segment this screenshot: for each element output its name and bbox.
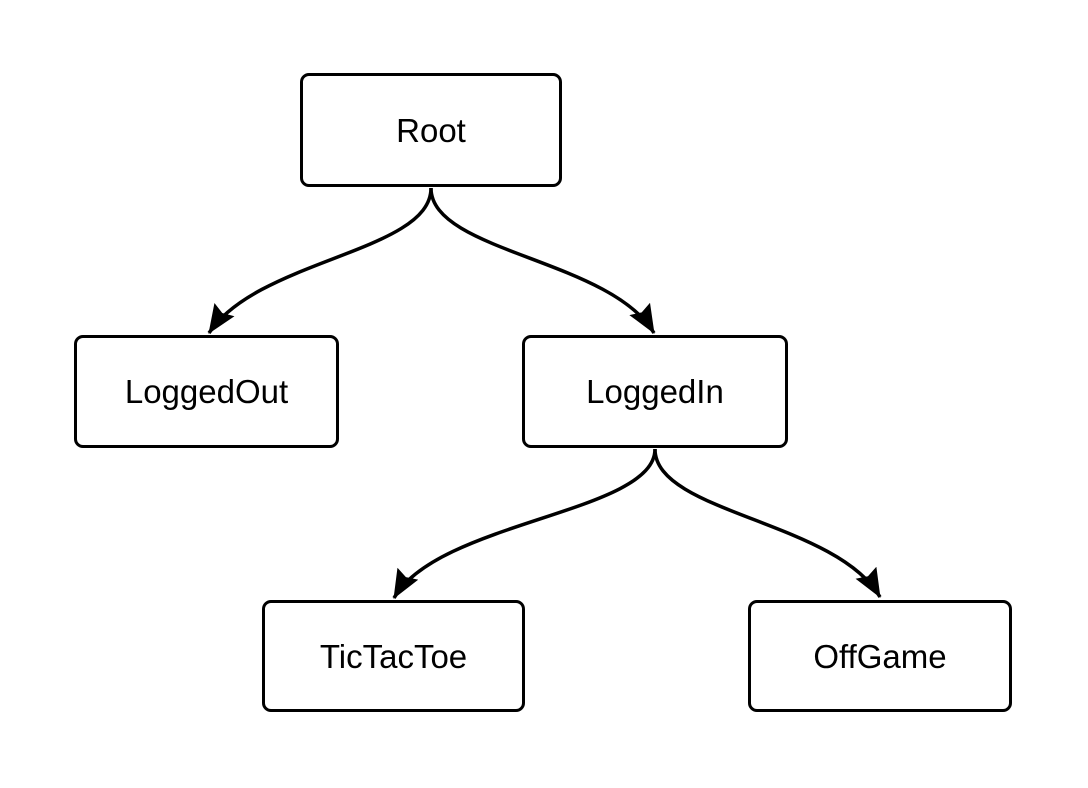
edge-root-to-loggedout [207,187,433,334]
node-root-label: Root [396,111,466,149]
node-tictactoe-label: TicTacToe [319,637,468,675]
edge-loggedin-to-tictactoe [392,448,657,599]
node-tictactoe: TicTacToe [262,600,525,712]
node-loggedin: LoggedIn [522,335,788,448]
node-loggedout: LoggedOut [74,335,339,448]
node-loggedout-label: LoggedOut [124,373,289,410]
node-offgame: OffGame [748,600,1012,712]
node-root: Root [300,73,562,187]
edge-root-to-loggedin [429,187,656,334]
edge-loggedin-to-offgame [653,448,882,598]
node-offgame-label: OffGame [813,637,947,675]
node-loggedin-label: LoggedIn [586,373,724,410]
